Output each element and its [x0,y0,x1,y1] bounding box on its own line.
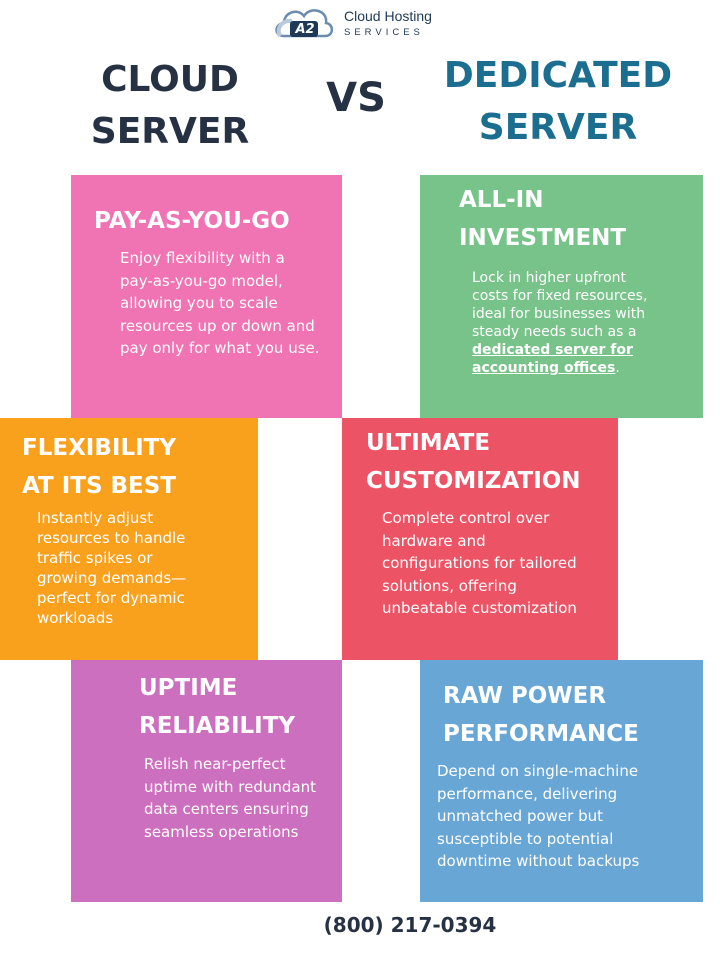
logo-name: Cloud Hosting [344,8,432,24]
card-title-line: UPTIME [139,675,238,701]
card-all-in-investment: ALL-IN INVESTMENT Lock in higher upfront… [420,175,703,418]
card-title: UPTIME RELIABILITY [139,669,295,745]
card-ultimate-customization: ULTIMATE CUSTOMIZATION Complete control … [342,418,618,660]
card-raw-power-performance: RAW POWER PERFORMANCE Depend on single-m… [420,660,703,902]
card-title: FLEXIBILITY AT ITS BEST [22,429,176,505]
card-title-line: ULTIMATE [366,430,491,456]
card-title-line: RELIABILITY [139,713,296,739]
card-body: Instantly adjust resources to handle tra… [37,509,187,627]
phone-number[interactable]: (800) 217-0394 [323,913,497,937]
card-title-line: AT ITS BEST [22,473,177,499]
card-body: Depend on single-machine performance, de… [437,762,640,870]
card-title: PAY-AS-YOU-GO [94,202,290,240]
heading-left-line2: SERVER [90,111,250,152]
card-body: Complete control over hardware and confi… [382,509,577,617]
heading-right-line2: SERVER [478,107,638,148]
heading-right-line1: DEDICATED [443,55,673,96]
card-pay-as-you-go: PAY-AS-YOU-GO Enjoy flexibility with a p… [71,175,342,418]
card-body-text: Lock in higher upfront costs for fixed r… [472,270,648,340]
card-title-line: PAY-AS-YOU-GO [94,208,290,234]
card-flexibility: FLEXIBILITY AT ITS BEST Instantly adjust… [0,418,258,660]
brand-logo: A2 Cloud Hosting SERVICES [272,2,442,44]
card-title-line: INVESTMENT [459,225,627,251]
card-title-line: CUSTOMIZATION [366,468,581,494]
heading-left-line1: CLOUD [101,59,239,100]
card-body-text-end: . [615,360,620,376]
dedicated-server-link[interactable]: dedicated server for accounting offices [472,342,633,376]
card-title: ALL-IN INVESTMENT [459,181,626,257]
card-title: RAW POWER PERFORMANCE [443,677,639,753]
card-uptime-reliability: UPTIME RELIABILITY Relish near-perfect u… [71,660,342,902]
cloud-server-heading: CLOUD SERVER [78,54,262,158]
card-title-line: FLEXIBILITY [22,435,177,461]
card-title: ULTIMATE CUSTOMIZATION [366,424,581,500]
card-title-line: ALL-IN [459,187,544,213]
logo-subtitle: SERVICES [344,27,424,38]
cloud-logo-icon [275,9,334,38]
card-body: Enjoy flexibility with a pay-as-you-go m… [120,249,320,357]
card-title-line: PERFORMANCE [443,721,639,747]
card-title-line: RAW POWER [443,683,607,709]
vs-heading: VS [326,75,386,121]
card-body: Lock in higher upfront costs for fixed r… [472,269,662,377]
logo-mark-text: A2 [295,22,315,37]
card-body: Relish near-perfect uptime with redundan… [144,755,316,841]
dedicated-server-heading: DEDICATED SERVER [438,50,678,154]
